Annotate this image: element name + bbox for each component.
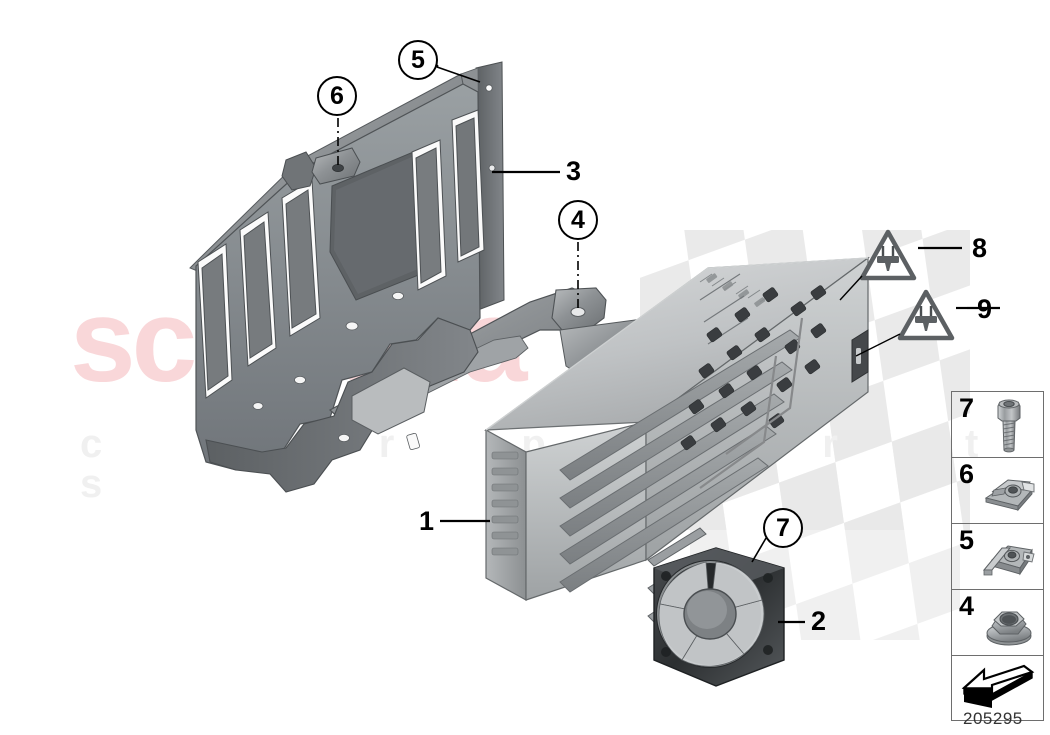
legend-label-7: 7: [959, 393, 975, 423]
legend-label-4: 4: [959, 591, 975, 621]
legend-item-5[interactable]: 5: [951, 523, 1044, 589]
legend-item-4[interactable]: 4: [951, 589, 1044, 655]
legend-panel: 7: [951, 391, 1044, 721]
callout-2[interactable]: 2: [811, 606, 827, 636]
legend-item-7[interactable]: 7: [951, 391, 1044, 457]
legend-item-6[interactable]: 6: [951, 457, 1044, 523]
diagram-reference-number: 205295: [963, 709, 1023, 728]
legend-item-view-arrow: [951, 655, 1044, 721]
connector-symbol-8: [859, 229, 917, 281]
view-direction-arrow-icon: [961, 664, 1035, 708]
clip-nut-large-icon: [982, 545, 1035, 576]
callout-4[interactable]: 4: [558, 200, 598, 240]
clip-nut-small-icon: [984, 479, 1035, 512]
callout-7[interactable]: 7: [763, 508, 803, 548]
socket-head-bolt-icon: [997, 399, 1021, 453]
callout-8[interactable]: 8: [972, 233, 988, 263]
callout-1[interactable]: 1: [419, 506, 435, 536]
part-cooling-fan: [653, 547, 785, 687]
flange-nut-icon: [986, 611, 1032, 646]
callout-9[interactable]: 9: [977, 294, 993, 324]
callout-3[interactable]: 3: [566, 156, 582, 186]
callout-5[interactable]: 5: [398, 40, 438, 80]
legend-label-5: 5: [959, 525, 975, 555]
part-mounting-bracket: [189, 61, 661, 493]
connector-symbol-9: [897, 289, 955, 341]
legend-label-6: 6: [959, 459, 975, 489]
callout-6[interactable]: 6: [317, 76, 357, 116]
